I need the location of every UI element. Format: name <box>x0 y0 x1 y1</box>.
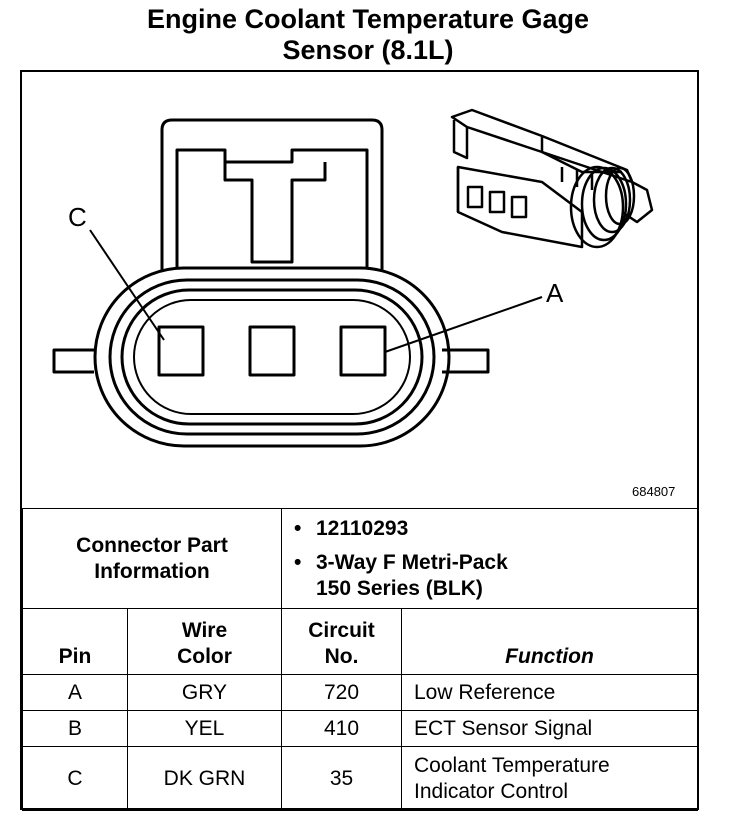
row-c-pin: C <box>22 746 128 811</box>
row-c-function-line-1: Coolant Temperature <box>414 753 610 777</box>
row-b-function: ECT Sensor Signal <box>401 710 698 747</box>
bullet-icon: • <box>294 516 302 540</box>
cavity-c <box>157 325 205 377</box>
title-line-2: Sensor (8.1L) <box>282 35 454 65</box>
connector-drawing <box>52 108 654 448</box>
connector-info-item: • 3-Way F Metri-Pack 150 Series (BLK) <box>294 550 697 602</box>
title-line-1: Engine Coolant Temperature Gage <box>146 4 590 34</box>
table-row: A GRY 720 Low Reference <box>22 674 698 711</box>
row-b-pin: B <box>22 710 128 747</box>
row-b-circuit: 410 <box>281 710 402 747</box>
housing-ring-1 <box>108 278 436 436</box>
row-c-function: Coolant Temperature Indicator Control <box>401 746 698 811</box>
bullet-icon: • <box>294 550 302 574</box>
row-b-wire: YEL <box>127 710 282 747</box>
header-wire-color: Wire Color <box>127 608 282 675</box>
cavity-a <box>339 325 387 377</box>
lock-tab-t <box>223 162 327 264</box>
connector-diagram: C A 684807 <box>22 72 697 508</box>
connector-info-row: Connector Part Information • 12110293 • … <box>22 508 698 609</box>
leader-c <box>89 229 165 341</box>
row-c-circuit: 35 <box>281 746 402 811</box>
connector-table: Connector Part Information • 12110293 • … <box>22 508 698 811</box>
pin-label-c: C <box>68 202 87 232</box>
header-circuit-line-2: No. <box>324 645 359 668</box>
row-a-circuit: 720 <box>281 674 402 711</box>
connector-sketch <box>450 108 654 249</box>
housing-ring-2 <box>120 288 424 426</box>
row-a-pin: A <box>22 674 128 711</box>
row-c-wire: DK GRN <box>127 746 282 811</box>
connector-info-label-line-2: Information <box>94 559 210 583</box>
header-wire-line-1: Wire <box>181 619 228 642</box>
figure-id: 684807 <box>632 484 676 499</box>
header-wire-line-2: Color <box>177 645 232 668</box>
header-pin: Pin <box>22 608 128 675</box>
housing-ring-3 <box>133 299 411 415</box>
header-circuit-line-1: Circuit <box>308 619 375 642</box>
lock-tab-outer <box>160 118 384 272</box>
cavity-b <box>248 325 296 377</box>
part-number: 12110293 <box>316 516 409 540</box>
leader-a <box>384 296 543 353</box>
row-a-wire: GRY <box>127 674 282 711</box>
connector-info-label-line-1: Connector Part <box>76 533 228 557</box>
housing-outer <box>93 266 451 448</box>
connector-type-line-1: 3-Way F Metri-Pack <box>316 550 508 574</box>
connector-info-item: • 12110293 <box>294 516 697 542</box>
header-function: Function <box>401 608 698 675</box>
pin-label-a: A <box>546 278 564 308</box>
header-circuit-no: Circuit No. <box>281 608 402 675</box>
connector-info-label: Connector Part Information <box>22 508 282 609</box>
connector-type-line-2: 150 Series (BLK) <box>316 576 483 600</box>
table-row: B YEL 410 ECT Sensor Signal <box>22 710 698 747</box>
left-ear <box>52 348 94 374</box>
row-c-function-line-2: Indicator Control <box>414 779 569 803</box>
connector-info-list: • 12110293 • 3-Way F Metri-Pack 150 Seri… <box>281 508 698 609</box>
row-a-function: Low Reference <box>401 674 698 711</box>
table-header-row: Pin Wire Color Circuit No. Function <box>22 608 698 675</box>
table-row: C DK GRN 35 Coolant Temperature Indicato… <box>22 746 698 811</box>
right-ear <box>442 348 490 374</box>
diagram-frame: C A 684807 Connector Part Information • … <box>20 70 699 811</box>
lock-tab-inner <box>175 148 369 267</box>
page-title: Engine Coolant Temperature Gage Sensor (… <box>0 4 736 66</box>
